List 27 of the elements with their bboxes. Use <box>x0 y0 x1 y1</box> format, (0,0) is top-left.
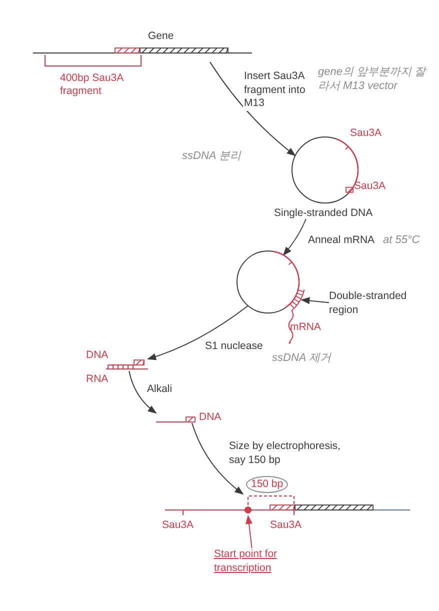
node-label: DNA <box>86 349 108 362</box>
node-label: Sau3A <box>162 519 194 532</box>
leader-arrow <box>246 515 252 548</box>
leader-arrow <box>300 297 330 304</box>
arrow <box>210 62 296 156</box>
node-label: Sau3A <box>354 180 386 194</box>
gene-map <box>165 494 410 516</box>
arrow <box>192 422 244 495</box>
handwritten-note: gene의 앞부분까지 잘라서 M13 vector <box>318 66 428 94</box>
hybrid-duplex-drawing <box>106 359 148 371</box>
node-label: DNA <box>199 411 222 424</box>
arrow <box>282 218 306 256</box>
callout-text: Start point for transcription <box>214 548 298 576</box>
node-label: RNA <box>86 373 108 386</box>
gene-label: Gene <box>148 30 174 44</box>
handwritten-note: ssDNA 분리 <box>182 150 241 164</box>
node-label: 150 bp <box>246 476 288 494</box>
node-label: Single-stranded DNA <box>274 207 373 220</box>
arrow <box>147 305 249 360</box>
node-label: Sau3A <box>350 127 382 140</box>
arrow <box>128 370 157 414</box>
node-label: Sau3A <box>270 519 302 532</box>
node-label: mRNA <box>290 321 321 334</box>
handwritten-note: at 55°C <box>383 234 420 248</box>
handwritten-note: ssDNA 제거 <box>272 352 331 366</box>
label: 400bp Sau3A fragment <box>60 72 124 98</box>
callout-text: Double-stranded region <box>329 290 419 318</box>
